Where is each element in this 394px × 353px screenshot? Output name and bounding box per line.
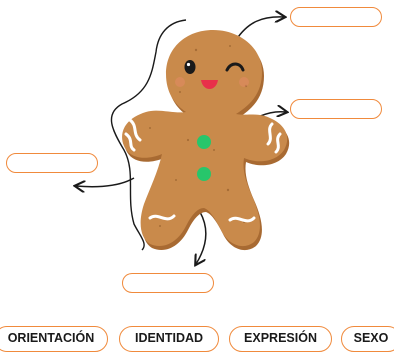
green-button-top bbox=[197, 135, 211, 149]
green-button-bottom bbox=[197, 167, 211, 181]
label-chip-bank: ORIENTACIÓN IDENTIDAD EXPRESIÓN SEXO bbox=[0, 326, 394, 352]
chip-orientacion[interactable]: ORIENTACIÓN bbox=[0, 326, 108, 352]
chip-expresion[interactable]: EXPRESIÓN bbox=[229, 326, 332, 352]
outline-curve bbox=[110, 19, 187, 251]
wink-eye-icon bbox=[225, 62, 245, 72]
arrow-to-left bbox=[76, 177, 135, 187]
answer-blank-left[interactable] bbox=[6, 153, 98, 173]
chip-sexo[interactable]: SEXO bbox=[341, 326, 394, 352]
left-eye-icon bbox=[184, 60, 196, 74]
answer-blank-bottom[interactable] bbox=[122, 273, 214, 293]
arrow-to-head bbox=[235, 17, 284, 41]
chip-identidad[interactable]: IDENTIDAD bbox=[119, 326, 219, 352]
smile-mouth bbox=[201, 80, 218, 89]
answer-blank-chest[interactable] bbox=[290, 99, 382, 119]
gingerbread-cookie bbox=[122, 30, 290, 251]
arrow-to-bottom bbox=[196, 211, 207, 264]
answer-blank-head[interactable] bbox=[290, 7, 382, 27]
